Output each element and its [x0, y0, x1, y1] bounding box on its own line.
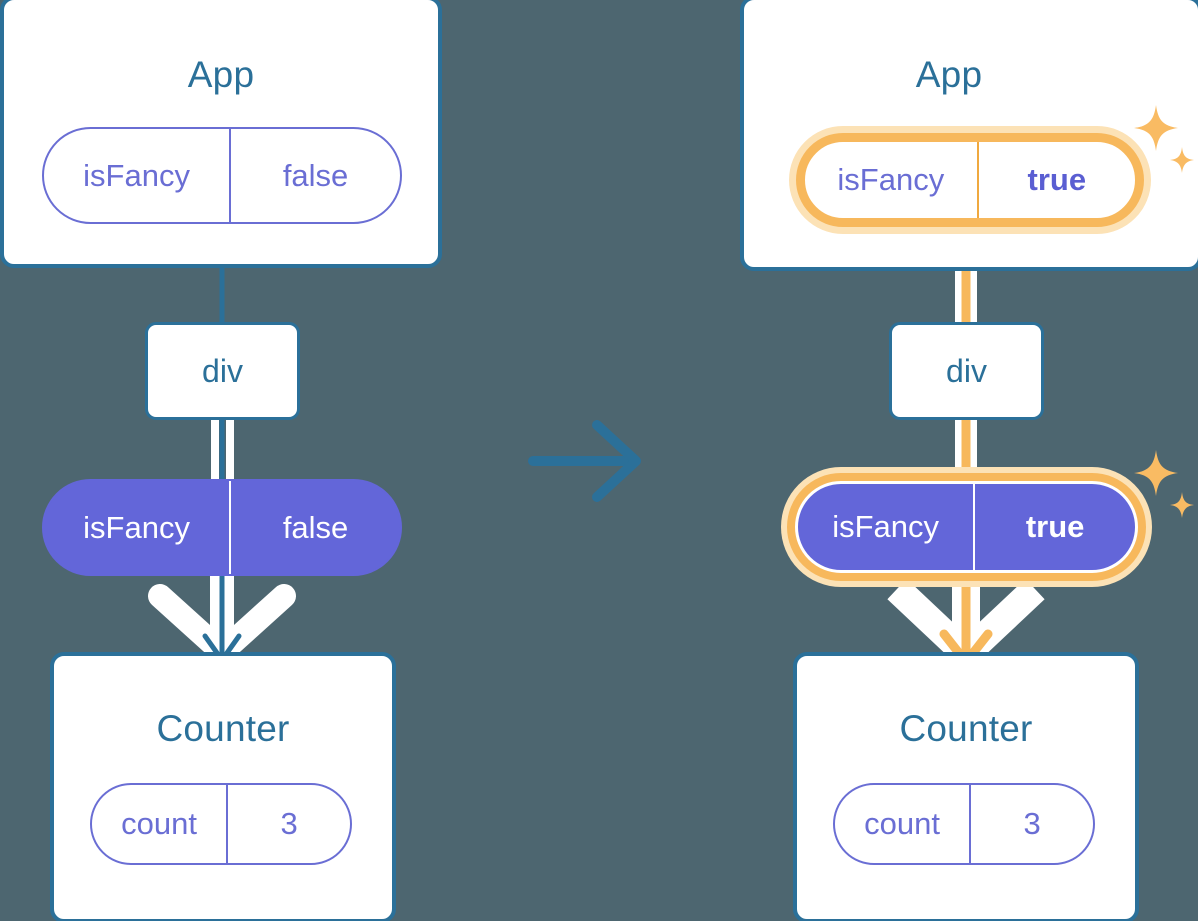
- prop-key: isFancy: [83, 509, 190, 545]
- counter-title-before: Counter: [156, 708, 290, 749]
- arrow-right-icon: [528, 420, 641, 502]
- counter-title-after: Counter: [899, 708, 1033, 749]
- app-state-pill-after[interactable]: isFancy true: [796, 133, 1144, 227]
- prop-value: true: [973, 484, 1135, 570]
- state-value: 3: [969, 785, 1093, 863]
- app-title-after: App: [915, 54, 983, 95]
- prop-value: false: [229, 481, 400, 574]
- div-node-after: div: [889, 322, 1044, 420]
- app-title-before: App: [187, 54, 255, 95]
- value-arrow-right: [939, 568, 993, 667]
- state-key: isFancy: [83, 157, 190, 193]
- state-value: false: [229, 129, 400, 222]
- state-value: true: [976, 142, 1135, 218]
- connector-mask-left-2: [226, 418, 234, 492]
- app-state-pill-before: isFancy false: [42, 127, 402, 224]
- prop-pill-before: isFancy false: [42, 479, 402, 576]
- state-key: count: [121, 806, 197, 841]
- prop-pill-after[interactable]: isFancy true: [795, 481, 1138, 573]
- div-node-label: div: [946, 352, 987, 389]
- counter-state-pill-after: count 3: [833, 783, 1095, 865]
- counter-component-box-after: Counter: [793, 652, 1139, 921]
- counter-state-pill-before: count 3: [90, 783, 352, 865]
- div-node-label: div: [202, 352, 243, 389]
- div-node-before: div: [145, 322, 300, 420]
- state-value: 3: [226, 785, 350, 863]
- state-key: count: [864, 806, 940, 841]
- prop-key: isFancy: [832, 509, 940, 544]
- connector-mask-left: [211, 418, 219, 492]
- state-key: isFancy: [837, 162, 945, 197]
